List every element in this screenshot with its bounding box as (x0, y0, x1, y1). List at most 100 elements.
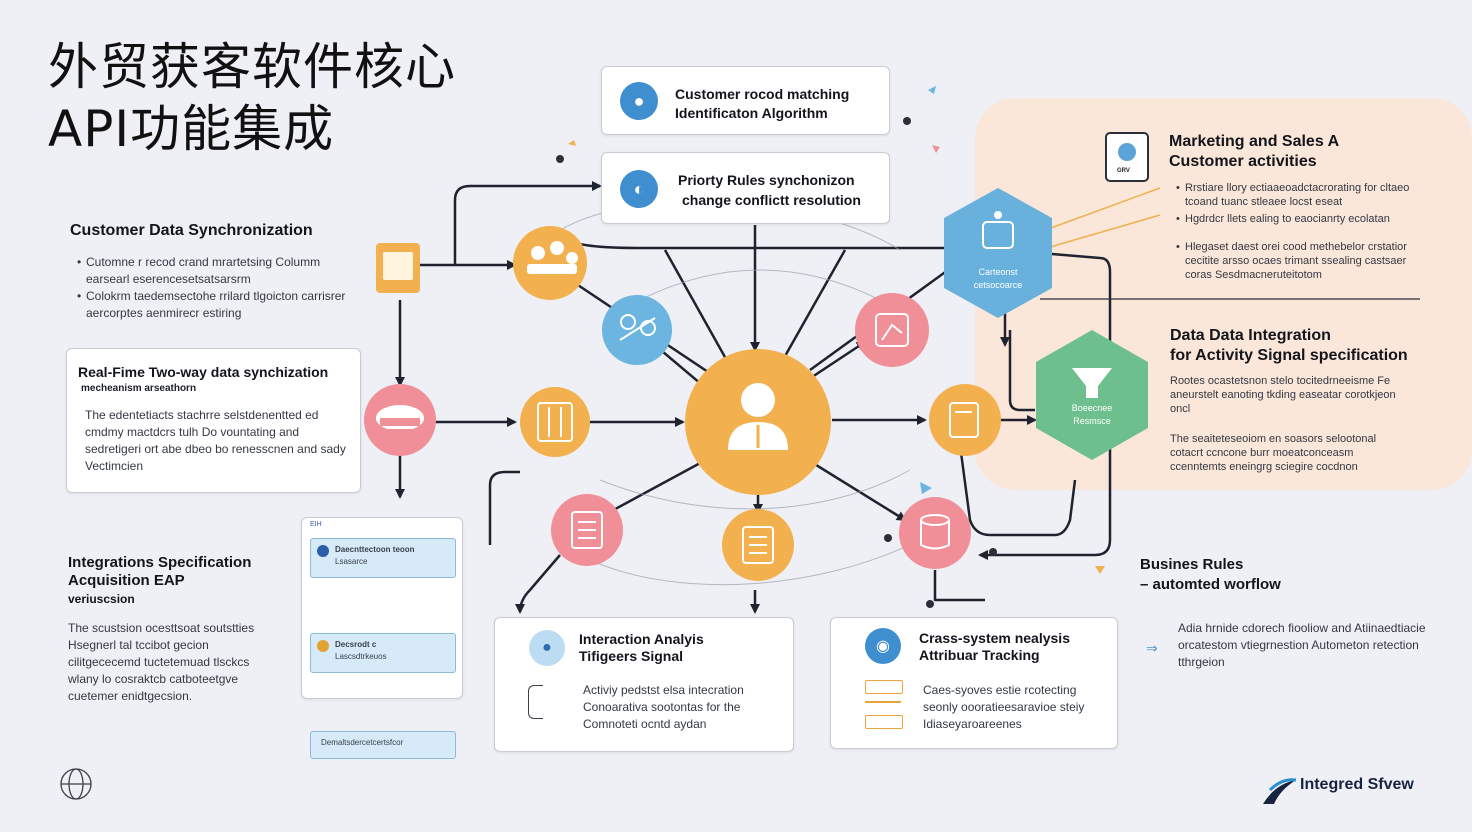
device-icon (949, 402, 979, 438)
accent-line (1039, 214, 1161, 251)
priority-line-1: Priorty Rules synchonizon (678, 172, 855, 188)
badge-icon (1105, 132, 1149, 182)
interaction-line: Activiy pedstst elsa intecration (583, 683, 744, 697)
cross-title-1: Crass-system nealysis (919, 630, 1070, 646)
hex-blue-label-1: Carteonst (978, 267, 1018, 277)
user-icon (728, 383, 788, 450)
connector (453, 181, 602, 265)
signal-icon: ● (529, 630, 565, 666)
thin-connector (599, 469, 911, 510)
integration-spec-line-3: veriuscsion (68, 592, 135, 606)
matching-line-2: Identificaton Algorithm (675, 105, 828, 121)
node-database (899, 497, 971, 569)
screen-row[interactable]: Demaltsdercetcertsfcor (310, 731, 456, 759)
bracket-icon (528, 685, 543, 719)
list-icon (865, 680, 903, 694)
interaction-analysis-card: ● Interaction Analyis Tifigeers Signal A… (494, 617, 794, 752)
data-integration-line-1: Data Data Integration (1170, 327, 1331, 344)
cloud-icon (376, 405, 424, 431)
customer-sync-bullet: Colokrm taedemsectohe rrilard tlgoicton … (77, 288, 356, 322)
connector (569, 238, 1112, 560)
hex-green-label-2: Resmsce (1073, 416, 1111, 426)
dot (556, 155, 564, 163)
interaction-title-1: Interaction Analyis (579, 631, 704, 647)
accent-line (1039, 187, 1161, 233)
marketing-header-line-2: Customer activities (1169, 153, 1317, 170)
page-title: 外贸获客软件核心 API功能集成 (48, 36, 456, 160)
matching-line-1: Customer rocod matching (675, 86, 850, 102)
screen-header: EIH (310, 521, 322, 528)
connector (1008, 330, 1035, 412)
realtime-sync-card: Real-Fime Two-way data synchization mech… (66, 348, 361, 493)
hex-blue-label: Carteonst cetsocoarce (958, 266, 1038, 292)
business-rules-line-1: Busines Rules (1140, 556, 1244, 573)
customer-sync-header: Customer Data Synchronization (70, 222, 313, 239)
integration-spec-line-2: Acquisition EAP (68, 572, 185, 589)
data-integration-line-2: for Activity Signal specification (1170, 347, 1408, 364)
connector (933, 570, 985, 602)
screen-row[interactable]: Daecnttectoon teoon Lsasarce (310, 538, 456, 578)
team-icon (527, 241, 578, 274)
node-team (513, 226, 587, 300)
dot (884, 534, 892, 542)
dot (903, 117, 911, 125)
hexagon-green (1036, 330, 1148, 460)
row-toggle-icon (317, 640, 329, 652)
brand-name: Integred Sfvew (1300, 776, 1414, 793)
network-icon (619, 314, 656, 341)
decorative-confetti (568, 86, 1105, 574)
thin-connector (639, 269, 881, 301)
hex-green-label-1: Boeecnee (1071, 403, 1113, 413)
tracking-icon: ◉ (865, 628, 901, 664)
realtime-body: The edentetiacts stachrre selstdenentted… (85, 408, 346, 473)
list-icon (865, 701, 901, 703)
confetti (568, 140, 576, 146)
connector (515, 554, 561, 614)
node-device (929, 384, 1001, 456)
connector (488, 470, 520, 545)
title-line-2: API功能集成 (48, 100, 335, 158)
doc-icon-orange (376, 243, 420, 293)
document-icon-left (571, 511, 603, 549)
business-rules-header: Busines Rules – automted worflow (1140, 555, 1281, 595)
screen-row-title: Daecnttectoon teoon (335, 545, 415, 554)
title-line-1: 外贸获客软件核心 (48, 38, 456, 96)
priority-line-2: change conflictt resolution (682, 192, 861, 208)
customer-sync-bullets: Cutomne r recod crand mrartetsing Columm… (76, 254, 356, 322)
data-integration-body-2: The seaiteteseoiom en soasors selootonal… (1170, 433, 1377, 473)
confetti (932, 145, 940, 153)
interaction-line: Comnoteti ocntd aydan (583, 717, 707, 731)
robot-icon (982, 221, 1014, 249)
cross-line: Idiaseyaroareenes (923, 717, 1022, 731)
confetti (928, 86, 936, 94)
confetti (920, 482, 932, 494)
hexagon-blue (944, 188, 1052, 318)
arrow-right-icon: ⇒ (1146, 640, 1158, 656)
marketing-header: Marketing and Sales A Customer activitie… (1169, 132, 1339, 172)
marketing-badge-text: GRV (1117, 168, 1130, 174)
screen-row-title: Decsrodt c (335, 640, 377, 649)
data-integration-body-1: Rootes ocastetsnon stelo tocitedrneeisme… (1170, 375, 1396, 415)
node-cabinet (520, 387, 590, 457)
dot (989, 548, 997, 556)
integration-spec-line-1: Integrations Specification (68, 554, 252, 571)
customer-sync-bullet: Cutomne r recod crand mrartetsing Columm… (77, 254, 356, 288)
row-toggle-icon (317, 545, 329, 557)
database-icon (920, 514, 950, 550)
hex-blue-label-2: cetsocoarce (973, 280, 1023, 290)
business-rules-line-2: – automted worflow (1140, 576, 1281, 593)
globe-icon (60, 768, 92, 800)
chart-icon (875, 313, 909, 347)
hex-green-label: Boeecnee Resmsce (1052, 402, 1132, 428)
brand-logo-icon (1263, 778, 1297, 804)
screen-row[interactable]: Decsrodt c Lascsdtrkeuos (310, 633, 456, 673)
thin-connector (589, 539, 921, 586)
marketing-bullet: Rrstiare llory ectiaaeoadctacrorating fo… (1176, 181, 1435, 209)
connector (799, 453, 907, 522)
marketing-bullet: Hlegaset daest orei cood methebelor crst… (1176, 240, 1435, 282)
integration-spec-body: The scustsion ocesttsoat soutstties Hseg… (68, 621, 255, 703)
decorative-dots (556, 117, 997, 608)
funnel-icon (1072, 368, 1112, 398)
connector (958, 444, 1077, 537)
screen-row-sub: Lascsdtrkeuos (335, 652, 387, 661)
